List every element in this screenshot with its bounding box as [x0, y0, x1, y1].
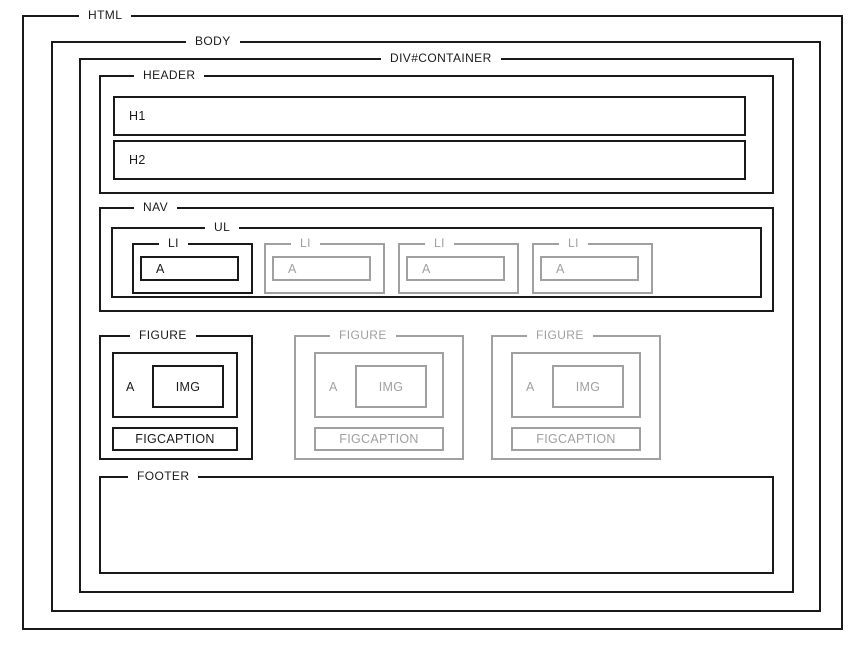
- img-label: IMG: [575, 379, 601, 394]
- figcaption-label: FIGCAPTION: [135, 432, 215, 446]
- img-label: IMG: [378, 379, 404, 394]
- html-label: HTML: [79, 6, 132, 24]
- figure-label: FIGURE: [330, 326, 396, 344]
- figure-link-3[interactable]: [511, 352, 641, 418]
- figure-img-2[interactable]: IMG: [355, 365, 427, 408]
- nav-link-3[interactable]: A: [406, 256, 505, 281]
- div-container-box[interactable]: DIV#CONTAINER: [79, 49, 794, 593]
- figure-anchor-label-2: A: [329, 380, 338, 394]
- figure-link-1[interactable]: [112, 352, 238, 418]
- figure-img-3[interactable]: IMG: [552, 365, 624, 408]
- figcaption-element-1[interactable]: FIGCAPTION: [112, 427, 238, 451]
- header-label: HEADER: [134, 66, 205, 84]
- footer-label: FOOTER: [128, 467, 199, 485]
- nav-list-item-1[interactable]: LI: [132, 234, 253, 294]
- h2-element-box[interactable]: H2: [113, 140, 746, 180]
- nav-element-box[interactable]: NAV: [99, 198, 774, 312]
- figure-element-3[interactable]: FIGURE: [491, 326, 661, 460]
- anchor-label: A: [422, 261, 431, 276]
- figcaption-label: FIGCAPTION: [536, 432, 616, 446]
- h1-label: H1: [129, 109, 146, 123]
- nav-label: NAV: [134, 198, 177, 216]
- figure-element-2[interactable]: FIGURE: [294, 326, 464, 460]
- img-label: IMG: [175, 379, 201, 394]
- figure-anchor-label-3: A: [526, 380, 535, 394]
- figcaption-element-2[interactable]: FIGCAPTION: [314, 427, 444, 451]
- li-label: LI: [159, 234, 188, 252]
- figure-img-1[interactable]: IMG: [152, 365, 224, 408]
- header-element-box[interactable]: HEADER: [99, 66, 774, 194]
- nav-link-2[interactable]: A: [272, 256, 371, 281]
- figure-label: FIGURE: [527, 326, 593, 344]
- body-label: BODY: [186, 32, 240, 50]
- ul-element-box[interactable]: UL: [111, 218, 762, 298]
- li-label: LI: [559, 234, 588, 252]
- div-container-label: DIV#CONTAINER: [381, 49, 501, 67]
- nav-list-item-3[interactable]: LI: [398, 234, 519, 294]
- figcaption-label: FIGCAPTION: [339, 432, 419, 446]
- footer-element-box[interactable]: FOOTER: [99, 467, 774, 574]
- nav-link-4[interactable]: A: [540, 256, 639, 281]
- h1-element-box[interactable]: H1: [113, 96, 746, 136]
- h2-label: H2: [129, 153, 146, 167]
- body-element-box[interactable]: BODY: [51, 32, 821, 612]
- nav-list-item-2[interactable]: LI: [264, 234, 385, 294]
- figure-link-2[interactable]: [314, 352, 444, 418]
- figure-anchor-label-1: A: [126, 380, 135, 394]
- figure-label: FIGURE: [130, 326, 196, 344]
- nav-link-1[interactable]: A: [140, 256, 239, 281]
- li-label: LI: [291, 234, 320, 252]
- figcaption-element-3[interactable]: FIGCAPTION: [511, 427, 641, 451]
- figure-element-1[interactable]: FIGURE: [99, 326, 253, 460]
- anchor-label: A: [156, 261, 165, 276]
- anchor-label: A: [288, 261, 297, 276]
- ul-label: UL: [205, 218, 240, 236]
- html-element-box[interactable]: HTML: [22, 6, 843, 630]
- li-label: LI: [425, 234, 454, 252]
- anchor-label: A: [556, 261, 565, 276]
- nav-list-item-4[interactable]: LI: [532, 234, 653, 294]
